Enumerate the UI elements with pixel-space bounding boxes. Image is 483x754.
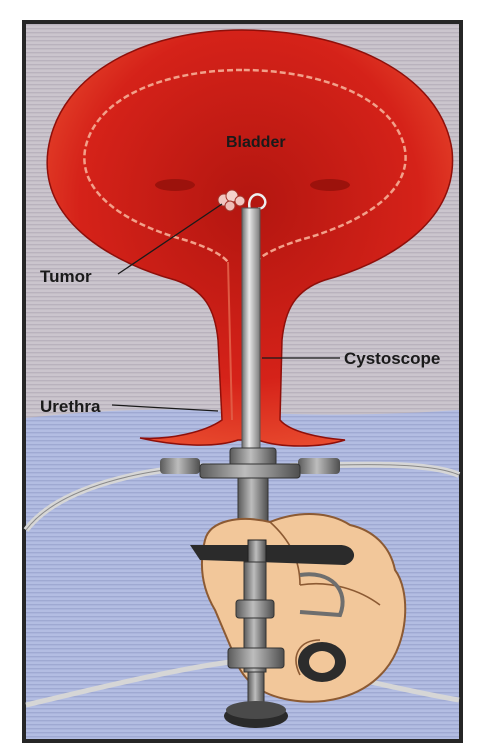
label-tumor: Tumor xyxy=(40,267,92,286)
label-bladder: Bladder xyxy=(226,134,286,151)
sheath-head xyxy=(230,448,276,466)
valve-right xyxy=(298,458,340,474)
cystoscope-shaft xyxy=(242,208,260,456)
scope-connector xyxy=(228,648,284,668)
sheath-bridge xyxy=(200,464,300,478)
eyepiece-top xyxy=(226,701,286,719)
label-cystoscope: Cystoscope xyxy=(344,349,440,368)
bladder-fold-left xyxy=(155,179,195,191)
bladder-fold-right xyxy=(310,179,350,191)
valve-left xyxy=(160,458,200,474)
finger-in-ring xyxy=(309,651,335,673)
scope-block xyxy=(236,600,274,618)
label-urethra: Urethra xyxy=(40,397,101,416)
grip-collar xyxy=(248,540,266,562)
